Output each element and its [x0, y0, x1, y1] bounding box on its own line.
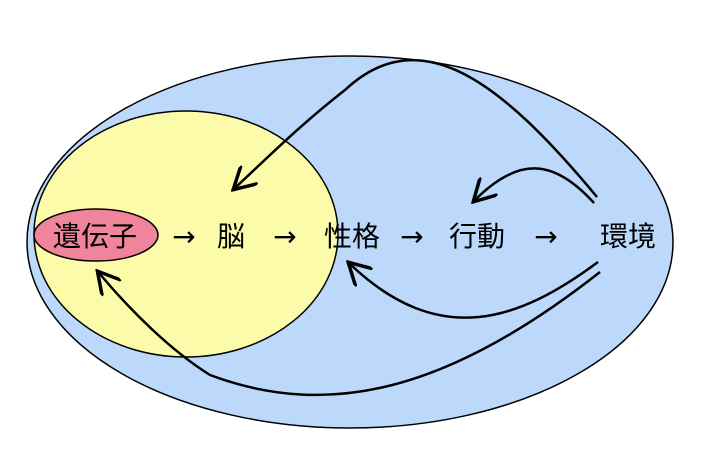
- gene-label: 遺伝子: [53, 220, 137, 253]
- gene-ellipse: [33, 208, 159, 262]
- arrow-environment-to-brain: [235, 59, 598, 198]
- arrow-environment-to-gene: [99, 272, 601, 397]
- personality-label: 性格: [324, 220, 380, 253]
- behavior-label: 行動: [449, 220, 505, 253]
- arrow-environment-to-personality: [350, 262, 599, 319]
- environment-label: 環境: [600, 220, 656, 253]
- brain-label: 脳: [217, 220, 245, 253]
- flow-arrow-4: →: [534, 220, 557, 253]
- flow-arrow-1: →: [172, 220, 195, 253]
- arrow-environment-to-behavior: [475, 167, 595, 203]
- flow-arrow-2: →: [273, 220, 296, 253]
- flow-arrow-3: →: [400, 220, 423, 253]
